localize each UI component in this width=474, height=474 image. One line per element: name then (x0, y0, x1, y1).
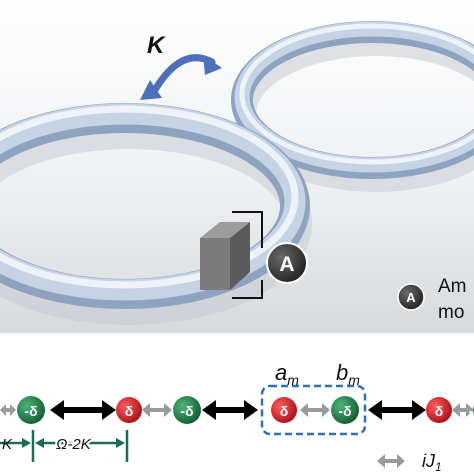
coupling-arrow (140, 54, 222, 100)
site-label: -δ (24, 403, 37, 419)
site-label: -δ (338, 403, 351, 419)
legend-badge-label: A (406, 290, 416, 305)
weak-coupling-arrows (0, 403, 474, 417)
left-ring-resonator (0, 103, 312, 325)
coupling-label: K (147, 32, 166, 59)
hopping-legend-arrow (377, 454, 405, 468)
modulator-badge (266, 242, 308, 284)
unit-cell-box (260, 384, 367, 436)
lattice-site: -δ (331, 396, 359, 424)
weak-coupling-arrow (142, 403, 172, 417)
modulator-badge-label: A (279, 253, 294, 276)
lattice-site: δ (426, 397, 452, 423)
site-label: - (469, 403, 474, 419)
site-label: -δ (180, 403, 193, 419)
modulator-wire (232, 211, 263, 299)
legend-badge (397, 283, 425, 311)
legend-text-line2: mo (438, 302, 464, 323)
strong-coupling-arrows (50, 400, 426, 420)
weak-coupling-arrow (0, 404, 16, 416)
weak-coupling-arrow (300, 403, 330, 417)
strong-coupling-arrow (50, 400, 116, 420)
unit-cell-label-a: am (275, 360, 299, 388)
strong-coupling-arrow (202, 400, 258, 420)
site-label: δ (280, 403, 289, 419)
lattice-sites: -δ δ -δ δ -δ δ - (17, 396, 474, 424)
lattice-site: -δ (173, 396, 201, 424)
lattice-site: -δ (17, 396, 45, 424)
unit-cell-label-b: bm (336, 360, 360, 388)
lattice-site: - (469, 403, 474, 419)
site-label: δ (435, 403, 444, 419)
hopping-legend-label: iJ1 (422, 451, 442, 474)
site-label: δ (125, 403, 134, 419)
right-ring-resonator (231, 21, 474, 192)
lattice-site: δ (271, 397, 297, 423)
bracket-left-label: K (2, 436, 13, 453)
strong-coupling-arrow (368, 400, 426, 420)
lattice-site: δ (116, 397, 142, 423)
distance-brackets (0, 430, 129, 462)
modulator-cube (200, 222, 250, 290)
bracket-right-label: Ω-2K (56, 436, 92, 453)
legend-text-line1: Am (438, 276, 467, 297)
weak-coupling-arrow (452, 403, 474, 417)
